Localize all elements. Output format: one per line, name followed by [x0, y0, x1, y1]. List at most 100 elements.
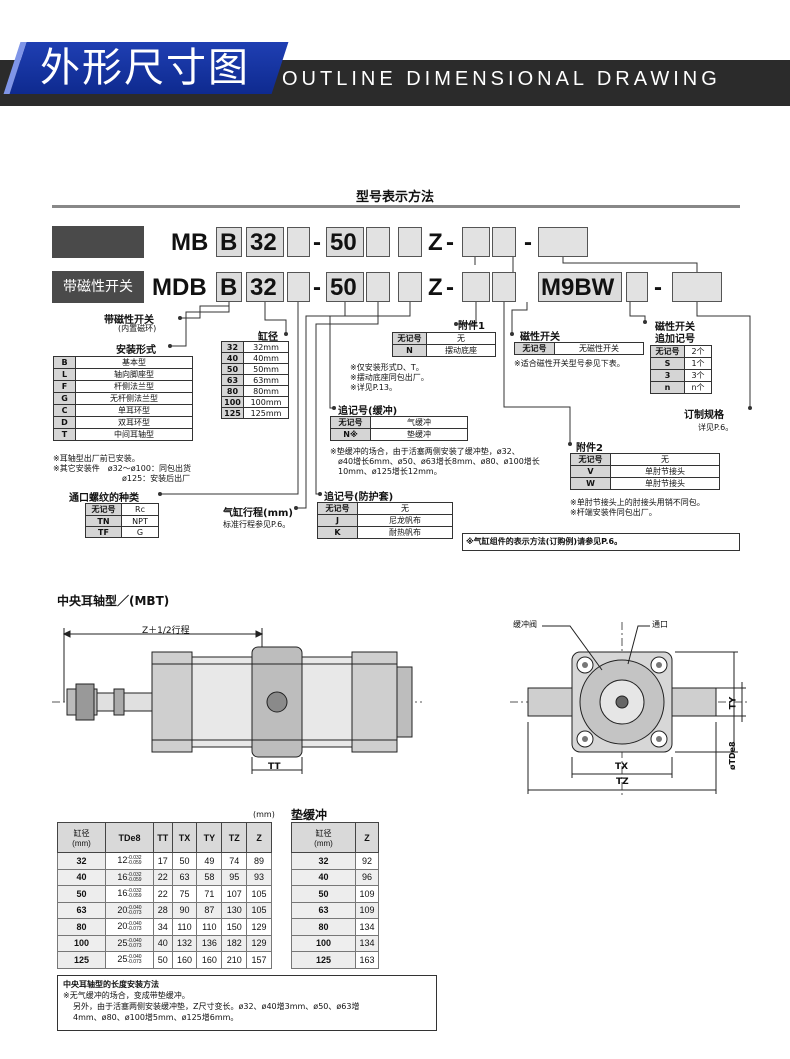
row2-port-box: [287, 272, 310, 302]
switch-row: 无记号无磁性开关: [514, 342, 644, 355]
label-tx: TX: [615, 762, 629, 772]
row1-b: B: [220, 229, 238, 256]
row2-switch-qty-box: [626, 272, 648, 302]
row1-stroke: 50: [330, 229, 357, 256]
row1-cushion-box: [366, 227, 390, 257]
row2-bore: 32: [250, 274, 277, 301]
acc1-row: 无记号无: [392, 332, 496, 345]
label-td: øTDe8: [728, 741, 737, 770]
row2-custom-box: [672, 272, 722, 302]
mount-note-1: ※耳轴型出厂前已安装。: [53, 454, 140, 463]
row2-stroke-box: [326, 272, 364, 302]
row2-switch-box: [538, 272, 622, 302]
cushion-row: N※垫缓冲: [330, 428, 468, 441]
leader-lines: [158, 257, 752, 510]
switch-qty-title-2: 追加记号: [655, 334, 695, 345]
row2-prefix: MDB: [152, 274, 207, 301]
cushion-table-header: 缸径 (mm) Z: [291, 822, 379, 853]
acc1-note-1: ※仅安装形式D、T。: [350, 363, 424, 372]
label-z: Z＋1/2行程: [142, 626, 190, 636]
cushion-note-1: ※垫缓冲的场合，由于活塞两侧安装了缓冲垫，ø32、: [330, 447, 520, 456]
stroke-note: 标准行程参见P.6。: [223, 520, 291, 529]
mount-title: 安装形式: [116, 345, 156, 356]
switch-table: 无记号无磁性开关: [514, 342, 644, 355]
row1-stroke-box: [326, 227, 364, 257]
table-unit: (mm): [253, 810, 275, 819]
magnet-sub: (内置磁环): [118, 324, 157, 333]
front-view-drawing: [510, 622, 750, 797]
port-title: 通口螺纹的种类: [69, 493, 139, 504]
label-tz: TZ: [616, 777, 629, 787]
row1-acc2-box: [492, 227, 516, 257]
row2-dash2: -: [446, 274, 454, 301]
footer-note-line-3: 4mm、ø80、ø100增5mm、ø125增6mm。: [73, 1013, 239, 1022]
row2-acc2-box: [492, 272, 516, 302]
row2-bore-box: [246, 272, 284, 302]
row1-bore: 32: [250, 229, 277, 256]
row1-bore-box: [246, 227, 284, 257]
label-cushion-valve: 缓冲阀: [513, 620, 537, 629]
row2-switch: M9BW: [541, 274, 615, 301]
acc1-note-2: ※摆动底座同包出厂。: [350, 373, 429, 382]
mount-note-3: ø125：安装后出厂: [122, 474, 191, 483]
boot-title: 追记号(防护套): [324, 492, 394, 503]
switch-title: 磁性开关: [520, 332, 560, 343]
custom-title: 订制规格: [684, 410, 724, 421]
cushion-note-3: 10mm、ø125增长12mm。: [338, 467, 442, 476]
label-port: 通口: [652, 620, 668, 629]
cushion-row: 无记号气缓冲: [330, 416, 468, 429]
label-tt: TT: [268, 762, 281, 772]
switch-note: ※适合磁性开关型号参见下表。: [514, 359, 625, 368]
footer-note-box: 中央耳轴型的长度安装方法 ※无气缓冲的场合，变成带垫缓冲。 另外，由于活塞两侧安…: [57, 975, 437, 1031]
row2-b-box: [216, 272, 242, 302]
row1-label-block: [52, 226, 144, 258]
custom-note: 详见P.6。: [698, 423, 734, 432]
side-view-drawing: [52, 628, 422, 774]
label-ty: TY: [728, 696, 739, 710]
dimension-table-header: 缸径 (mm) TDe8 TT TX TY TZ Z: [57, 822, 272, 853]
row1-prefix: MB: [171, 229, 209, 256]
acc1-title: 附件1: [458, 321, 485, 332]
switch-qty-title-1: 磁性开关: [655, 322, 695, 333]
row1-b-box: [216, 227, 242, 257]
cushion-title: 追记号(缓冲): [338, 406, 398, 417]
row2-dash3: -: [654, 274, 662, 301]
footer-note-line-1: ※无气缓冲的场合，变成带垫缓冲。: [63, 991, 190, 1000]
header-title-en: OUTLINE DIMENSIONAL DRAWING: [282, 68, 721, 90]
section-divider: [52, 205, 740, 208]
